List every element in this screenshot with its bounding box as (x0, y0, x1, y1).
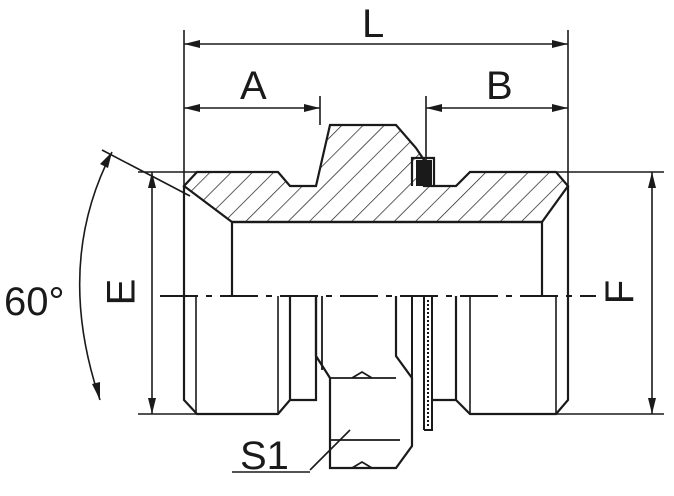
seal-ring (416, 160, 432, 186)
label-b: B (486, 64, 513, 108)
angle-dimension (78, 149, 191, 401)
label-length: L (362, 2, 385, 46)
hex-leader (232, 429, 351, 473)
left-end-chamfer (182, 186, 234, 296)
hex-body (314, 296, 414, 470)
label-a: A (240, 64, 267, 108)
right-end-chamfer (540, 186, 570, 296)
hex-flat-edges (321, 296, 400, 469)
neck-right (432, 296, 458, 402)
seal-lower (411, 296, 433, 446)
left-thread-end (182, 296, 292, 416)
label-angle: 60° (4, 280, 65, 324)
label-e: E (99, 278, 144, 306)
dimension-f (556, 171, 664, 415)
seal-groove (410, 156, 436, 186)
label-f: F (598, 279, 643, 305)
dimension-a (184, 96, 321, 125)
dimension-e (138, 171, 197, 415)
label-s1: S1 (240, 434, 289, 478)
neck-left (290, 296, 318, 402)
body-section-hatched (182, 123, 570, 224)
dimension-b (425, 96, 568, 160)
right-thread-end (455, 296, 570, 416)
